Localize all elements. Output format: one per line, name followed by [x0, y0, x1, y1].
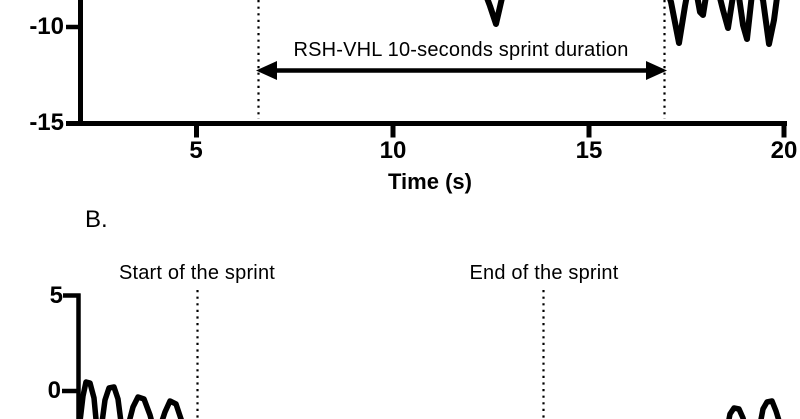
panel-a-xtick-label-15: 15	[575, 137, 603, 164]
panel-b-sprint-lines	[196, 290, 545, 419]
panel-a-xtick-label-5: 5	[189, 137, 203, 164]
panel-a-x-axis-title: Time (s)	[388, 169, 472, 194]
panel-a-xtick-label-20: 20	[770, 137, 798, 164]
panel-a-signal-trace	[484, 0, 780, 47]
panel-b-ytick-label-0: 0	[47, 377, 61, 404]
panel-a-axes	[66, 0, 787, 138]
panel-b-signal-trace-left	[77, 379, 184, 419]
panel-b-letter: B.	[85, 206, 108, 233]
panel-a-ytick-label-minus10: -10	[29, 13, 64, 40]
end-of-sprint-label: End of the sprint	[469, 262, 619, 284]
panel-a-xtick-label-10: 10	[379, 137, 407, 164]
panel-a-sprint-window	[256, 0, 667, 119]
start-of-sprint-label: Start of the sprint	[118, 262, 276, 284]
panel-b-signal-trace-right	[726, 398, 782, 419]
panel-b-axes	[62, 293, 81, 419]
sprint-duration-annotation: RSH-VHL 10-seconds sprint duration	[293, 39, 629, 61]
panel-b-ytick-label-5: 5	[49, 282, 63, 309]
sprint-arrowhead-left	[256, 61, 277, 80]
panel-a-ytick-label-minus15: -15	[29, 109, 64, 136]
sprint-arrowhead-right	[646, 61, 667, 80]
